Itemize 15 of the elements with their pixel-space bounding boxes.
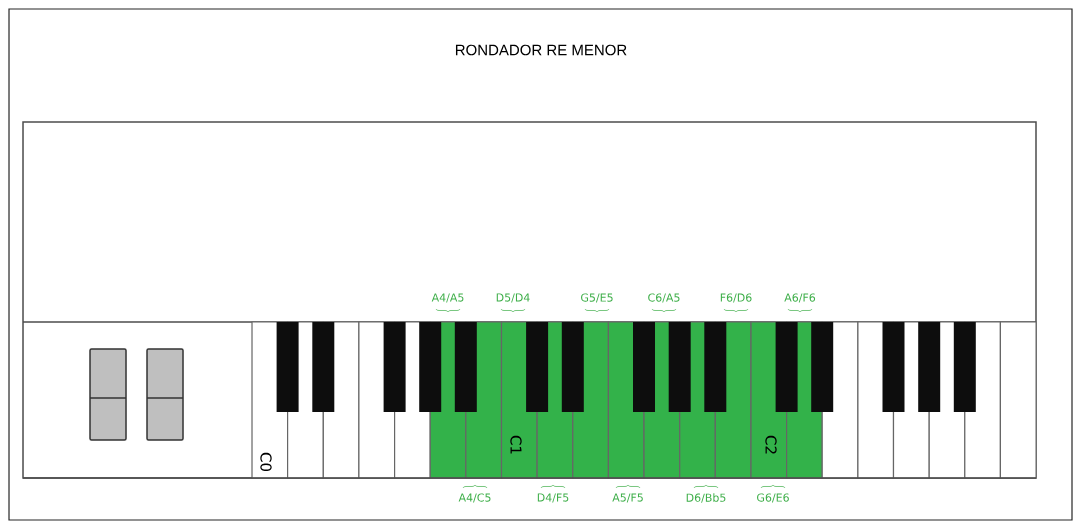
note-label: A5/F5 xyxy=(612,493,643,503)
note-label: A4/C5 xyxy=(458,493,491,503)
key-label: C1 xyxy=(510,435,522,454)
note-label: G5/E5 xyxy=(581,293,613,303)
note-label: D5/D4 xyxy=(496,293,530,303)
note-label: C6/A5 xyxy=(648,293,680,303)
note-label: G6/E6 xyxy=(757,493,789,503)
note-label: A6/F6 xyxy=(784,293,816,303)
note-label: F6/D6 xyxy=(720,293,752,303)
title: RONDADOR RE MENOR xyxy=(456,44,627,56)
key-label: C2 xyxy=(765,435,777,454)
note-label: A4/A5 xyxy=(431,293,464,303)
note-label: D4/F5 xyxy=(537,493,569,503)
note-label: D6/Bb5 xyxy=(686,493,726,503)
key-label: C0 xyxy=(260,452,272,471)
